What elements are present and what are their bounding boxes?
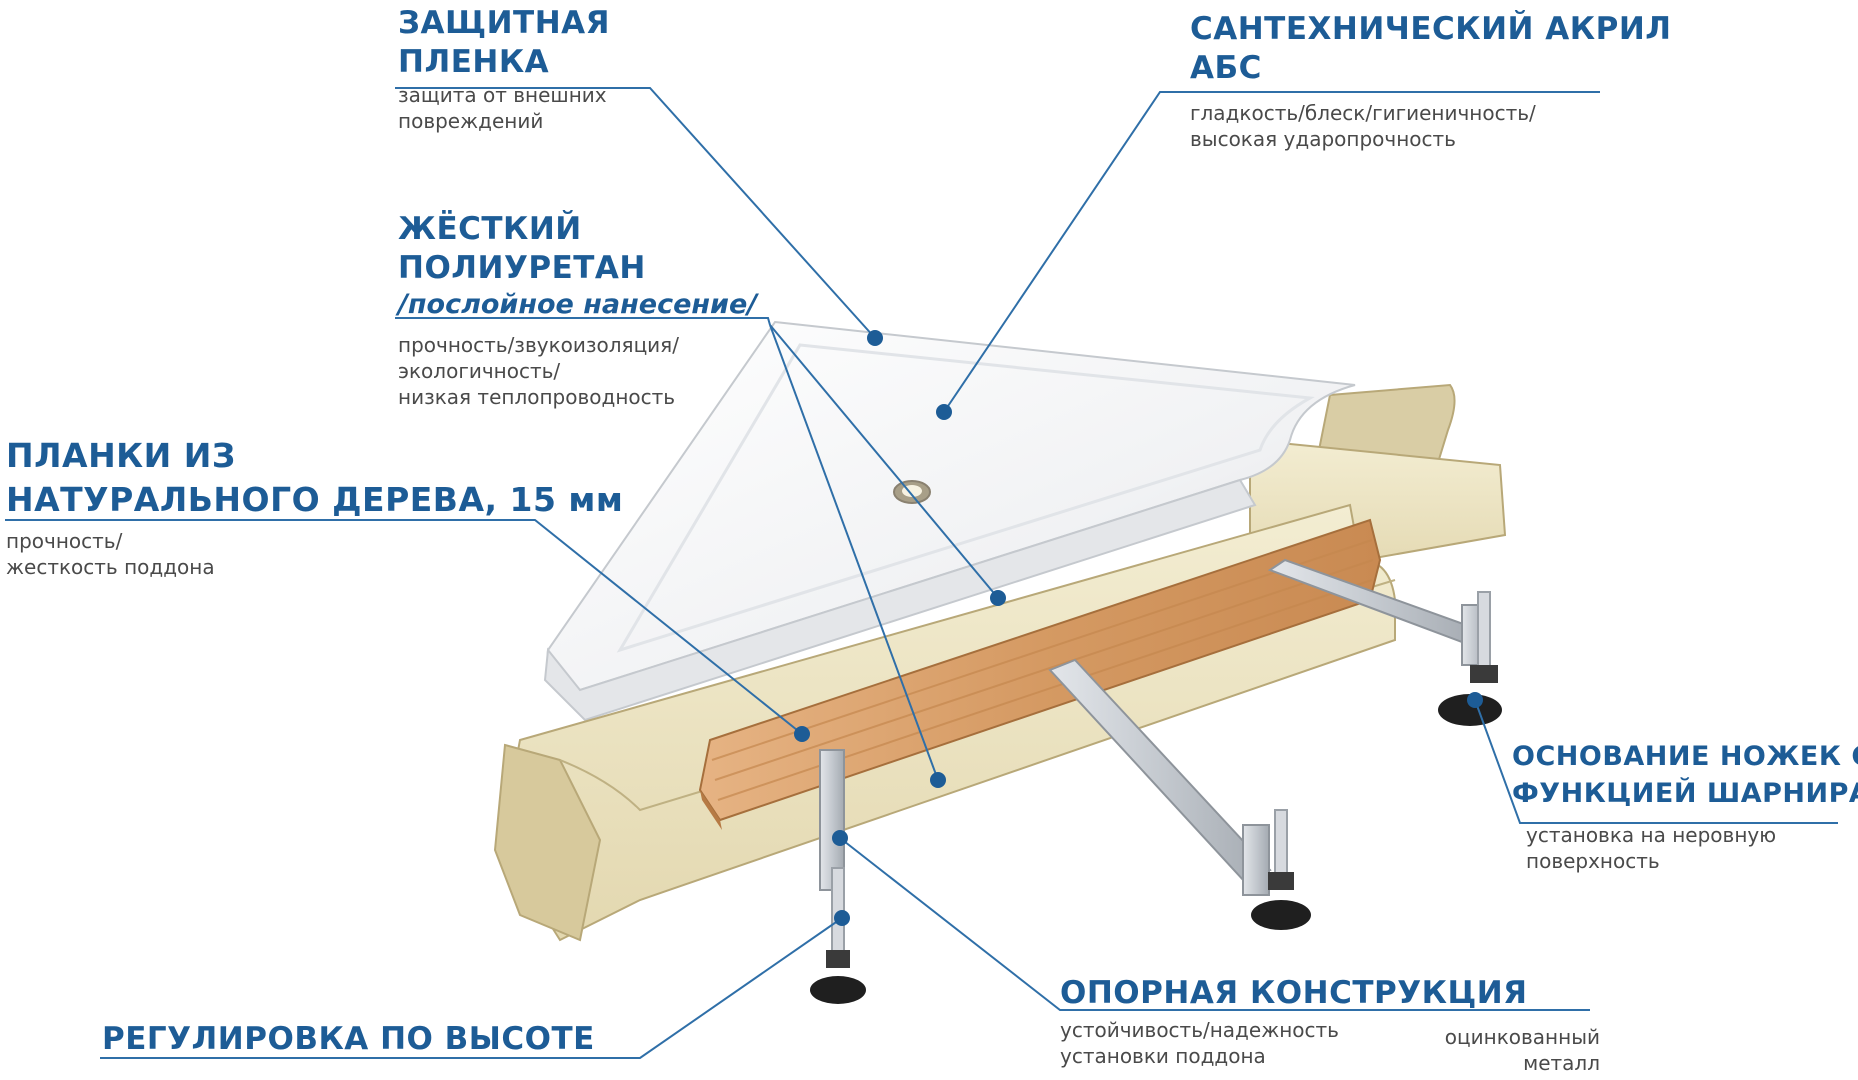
leader-support — [839, 837, 1590, 1011]
film-title-1: ЗАЩИТНАЯ — [398, 5, 611, 41]
poly-title-2: ПОЛИУРЕТАН — [398, 250, 646, 286]
poly-desc-3: низкая теплопроводность — [398, 385, 676, 409]
acrylic-title-1: САНТЕХНИЧЕСКИЙ АКРИЛ — [1190, 11, 1672, 47]
leg-right — [1438, 591, 1502, 726]
callout-height-adjust: РЕГУЛИРОВКА ПО ВЫСОТЕ — [102, 1020, 595, 1059]
acrylic-top — [543, 320, 1356, 722]
callout-support: ОПОРНАЯ КОНСТРУКЦИЯ устойчивость/надежно… — [1060, 974, 1528, 1069]
film-desc-2: повреждений — [398, 109, 544, 133]
wood-title-1: ПЛАНКИ ИЗ — [6, 436, 236, 475]
support-extra-2: металл — [1523, 1051, 1600, 1075]
support-desc-1: устойчивость/надежность — [1060, 1018, 1339, 1042]
callout-wood: ПЛАНКИ ИЗ НАТУРАЛЬНОГО ДЕРЕВА, 15 мм про… — [6, 434, 623, 580]
support-desc-2: установки поддона — [1060, 1044, 1266, 1068]
poly-subtitle: /послойное нанесение/ — [398, 289, 758, 320]
hinge-title-2: ФУНКЦИЕЙ ШАРНИРА — [1512, 778, 1858, 809]
acrylic-desc-1: гладкость/блеск/гигиеничность/ — [1190, 101, 1536, 125]
leader-film — [395, 87, 876, 339]
callout-hinge-desc: установка на неровную поверхность — [1526, 818, 1776, 874]
leg-middle — [1251, 809, 1311, 930]
hinge-desc-1: установка на неровную — [1526, 823, 1777, 847]
wood-desc-1: прочность/ — [6, 529, 123, 553]
support-frame — [819, 558, 1487, 896]
film-desc-1: защита от внешних — [398, 83, 607, 107]
leader-poly — [395, 317, 771, 326]
hinge-title-1: ОСНОВАНИЕ НОЖЕК С — [1512, 741, 1858, 772]
poly-desc-2: экологичность/ — [398, 359, 561, 383]
callout-acrylic: САНТЕХНИЧЕСКИЙ АКРИЛ АБС гладкость/блеск… — [1190, 10, 1672, 152]
acrylic-desc-2: высокая ударопрочность — [1190, 127, 1456, 151]
leader-dots — [794, 330, 1483, 926]
support-title: ОПОРНАЯ КОНСТРУКЦИЯ — [1060, 975, 1528, 1011]
hinge-desc-2: поверхность — [1526, 849, 1660, 873]
poly-desc-1: прочность/звукоизоляция/ — [398, 333, 679, 357]
callout-support-extra: оцинкованный металл — [1380, 1024, 1600, 1076]
leader-wood — [5, 519, 803, 735]
leg-front — [810, 867, 866, 1004]
poly-title-1: ЖЁСТКИЙ — [398, 211, 582, 247]
leader-poly-a — [769, 324, 999, 599]
support-extra-1: оцинкованный — [1444, 1025, 1600, 1049]
leader-height — [100, 917, 843, 1059]
acrylic-title-2: АБС — [1190, 50, 1262, 86]
leader-acrylic — [943, 91, 1600, 413]
callout-polyurethane: ЖЁСТКИЙ ПОЛИУРЕТАН /послойное нанесение/… — [398, 210, 757, 410]
wood-title-2: НАТУРАЛЬНОГО ДЕРЕВА, 15 мм — [6, 480, 624, 519]
height-title: РЕГУЛИРОВКА ПО ВЫСОТЕ — [102, 1021, 595, 1057]
film-title-2: ПЛЕНКА — [398, 44, 550, 80]
leader-poly-b — [769, 324, 939, 781]
wood-desc-2: жесткость поддона — [6, 555, 215, 579]
callout-hinge: ОСНОВАНИЕ НОЖЕК С ФУНКЦИЕЙ ШАРНИРА — [1512, 738, 1858, 812]
callout-protective-film: ЗАЩИТНАЯ ПЛЕНКА защита от внешних повреж… — [398, 4, 610, 134]
